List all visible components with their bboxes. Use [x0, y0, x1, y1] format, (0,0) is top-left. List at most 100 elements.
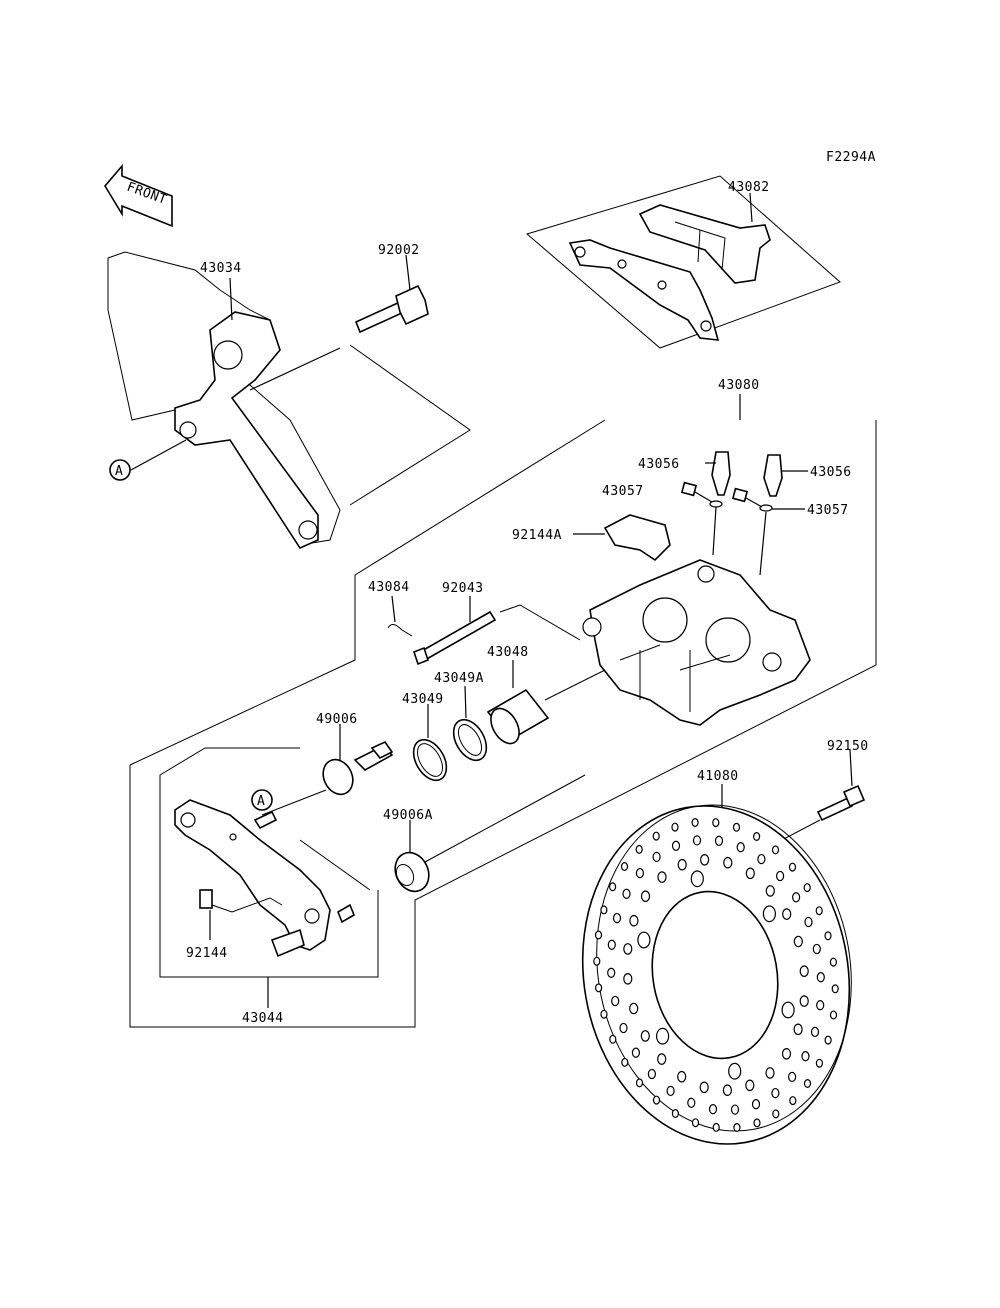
ref-marker-a-circle: [109, 459, 131, 481]
disc-hole: [781, 1048, 792, 1060]
part-label-43056-right: 43056: [810, 465, 852, 480]
disc-hole: [772, 1109, 780, 1119]
disc-hole: [593, 956, 601, 966]
disc-hole: [635, 1078, 644, 1088]
disc-hole: [812, 943, 821, 955]
disc-hole: [745, 1079, 755, 1092]
disc-hole: [730, 1104, 740, 1115]
boot-49006a: 49006A: [383, 774, 586, 893]
disc-hole: [607, 967, 616, 978]
disc-hole: [799, 965, 809, 977]
part-label-43049: 43049: [402, 692, 444, 707]
disc-hole: [635, 867, 645, 879]
disc-hole: [655, 1027, 670, 1045]
disc-hole: [799, 995, 809, 1007]
disc-hole: [671, 840, 681, 851]
ref-marker-a-circle-2: [251, 789, 273, 811]
part-label-49006: 49006: [316, 712, 358, 727]
disc-hole: [691, 817, 699, 827]
disc-hole: [824, 1035, 832, 1045]
disc-hole: [671, 1108, 680, 1118]
bolt-92150: 92150: [739, 739, 868, 863]
disc-hole: [600, 1009, 608, 1019]
disc-hole: [691, 1118, 700, 1128]
disc-hole: [736, 842, 745, 853]
disc-hole: [657, 871, 667, 883]
bleed-valve-left: 43056: [638, 451, 731, 496]
disc-hole: [781, 1001, 795, 1019]
disc-hole: [640, 1030, 650, 1042]
disc-hole: [699, 853, 710, 866]
disc-hole: [620, 861, 629, 871]
disc-hole: [771, 845, 780, 855]
disc-hole: [722, 1084, 733, 1096]
part-label-43048: 43048: [487, 645, 529, 660]
disc-hole: [816, 972, 825, 983]
disc-hole: [803, 883, 811, 893]
disc-hole: [612, 912, 622, 924]
disc-hole: [723, 856, 733, 869]
disc-hole: [619, 1022, 628, 1034]
boot-49006: 49006: [316, 712, 394, 796]
disc-hole: [647, 1068, 657, 1080]
seal-43049a: 43049A: [434, 671, 488, 762]
ref-marker-a: A: [115, 464, 123, 479]
part-label-43049a: 43049A: [434, 671, 484, 686]
seal-43049: 43049: [402, 692, 448, 782]
disc-hole: [712, 1122, 720, 1132]
disc-hole: [621, 1057, 629, 1067]
disc-hole: [640, 890, 651, 902]
disc-hole: [631, 1047, 641, 1058]
disc-hole: [657, 1053, 667, 1065]
disc-hole: [600, 905, 608, 915]
disc-hole: [666, 1085, 675, 1097]
disc-hole: [782, 908, 792, 920]
disc-hole: [753, 1118, 761, 1128]
disc-hole: [594, 983, 603, 993]
disc-hole: [824, 931, 832, 941]
disc-hole: [594, 930, 603, 940]
caliper-body-43080: [582, 559, 811, 726]
disc-hole: [815, 1058, 824, 1068]
disc-hole: [775, 870, 785, 882]
disc-hole: [751, 1099, 761, 1110]
disc-hole: [623, 972, 633, 985]
disc-hole: [765, 885, 775, 897]
pin-92043: 92043: [413, 581, 581, 666]
disc-hole: [699, 1081, 709, 1094]
diagram-code: F2294A: [826, 150, 876, 165]
disc-hole: [793, 935, 803, 948]
disc-hole: [712, 818, 720, 828]
part-label-43080: 43080: [718, 378, 760, 393]
disc-hole: [804, 916, 813, 928]
disc-hole: [752, 831, 761, 841]
part-label-43044: 43044: [242, 1011, 284, 1026]
disc-hole: [714, 835, 724, 846]
disc-hole: [652, 1095, 661, 1105]
disc-hole: [629, 1002, 639, 1015]
disc-hole: [762, 905, 777, 923]
part-label-92144: 92144: [186, 946, 228, 961]
disc-hole: [816, 1000, 825, 1011]
disc-hole: [637, 931, 651, 949]
disc-hole: [671, 822, 679, 832]
disc-hole: [607, 939, 616, 950]
disc-hole: [652, 831, 660, 841]
bleed-valve-right: 43056: [763, 454, 852, 497]
disc-hole: [801, 1051, 810, 1062]
disc-hole: [733, 1122, 741, 1132]
part-label-41080: 41080: [697, 769, 739, 784]
disc-hole: [652, 851, 661, 863]
disc-hole: [622, 888, 631, 899]
disc-hole: [609, 1034, 617, 1044]
bolt-92002: 92002: [354, 243, 429, 334]
disc-hole: [677, 1070, 687, 1083]
part-label-43057-left: 43057: [602, 484, 644, 499]
disc-hole: [791, 892, 801, 903]
disc-hole: [728, 1062, 742, 1080]
disc-hole: [765, 1067, 775, 1079]
disc-hole: [831, 984, 839, 994]
disc-hole: [732, 822, 741, 832]
disc-hole: [829, 957, 838, 967]
part-label-43057-right: 43057: [807, 503, 849, 518]
